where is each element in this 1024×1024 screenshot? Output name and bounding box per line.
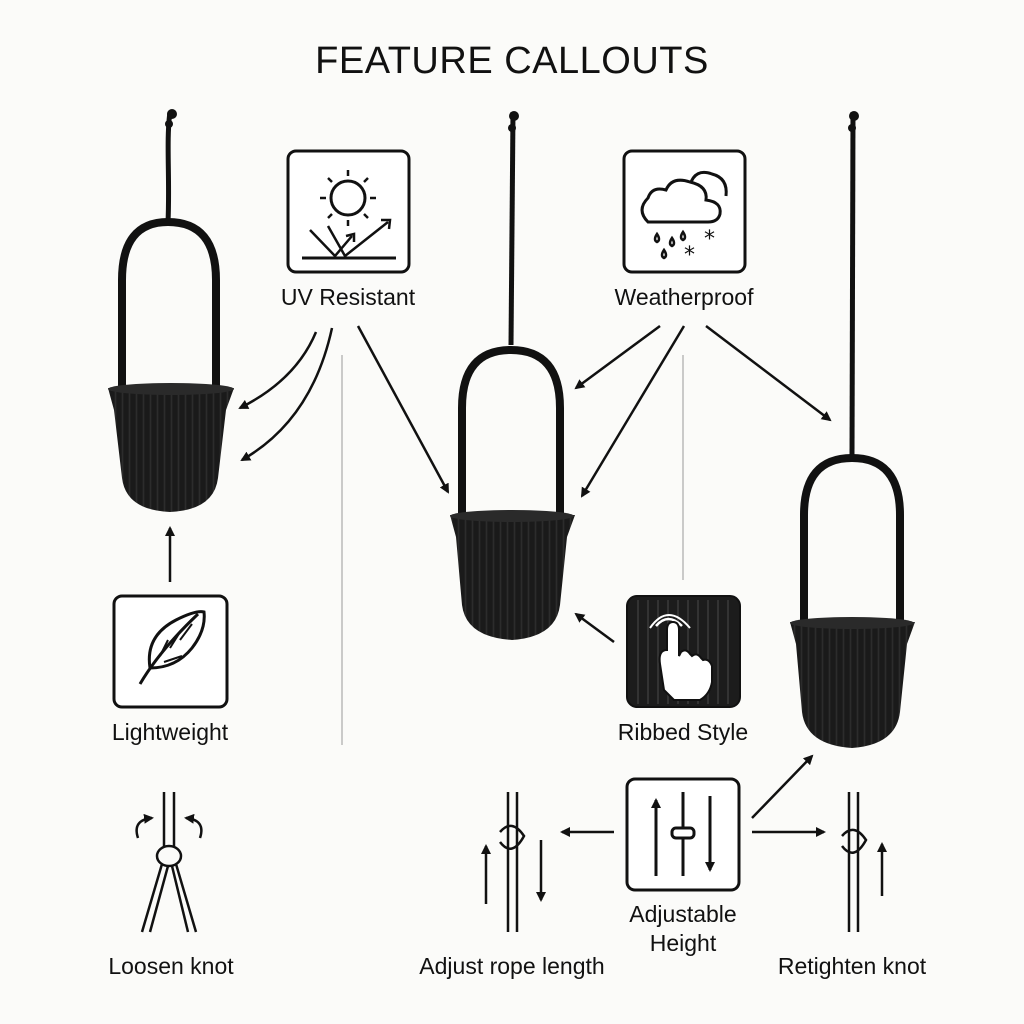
sliders-arrows-icon: [625, 777, 741, 892]
loosen-knot-illustration: [135, 792, 203, 933]
svg-text:*: *: [704, 227, 715, 252]
hanging-planter-right: [790, 111, 915, 748]
lightweight-label: Lightweight: [111, 719, 229, 745]
touch-texture-icon: [626, 595, 741, 708]
ribbed-style-label: Ribbed Style: [617, 719, 749, 745]
retighten-knot-label: Retighten knot: [777, 953, 927, 979]
uv-resistant-label: UV Resistant: [280, 284, 416, 310]
adjust-rope-length-label: Adjust rope length: [419, 953, 605, 979]
hanging-planter-center: [450, 111, 575, 640]
page-title: FEATURE CALLOUTS: [315, 40, 709, 82]
adjustable-height-label-line1: Adjustable: [629, 901, 737, 927]
svg-text:*: *: [684, 243, 695, 268]
sun-reflection-icon: [286, 149, 411, 274]
adjust-rope-illustration: [481, 792, 546, 932]
weatherproof-label: Weatherproof: [614, 284, 754, 310]
adjustable-height-label-line2: Height: [649, 930, 717, 956]
feather-icon: [112, 594, 229, 709]
loosen-knot-label: Loosen knot: [108, 953, 234, 979]
callout-arrows: [165, 324, 832, 837]
retighten-knot-illustration: [841, 792, 887, 932]
hanging-planter-left: [108, 109, 234, 512]
cloud-rain-snow-icon: * *: [622, 149, 747, 274]
